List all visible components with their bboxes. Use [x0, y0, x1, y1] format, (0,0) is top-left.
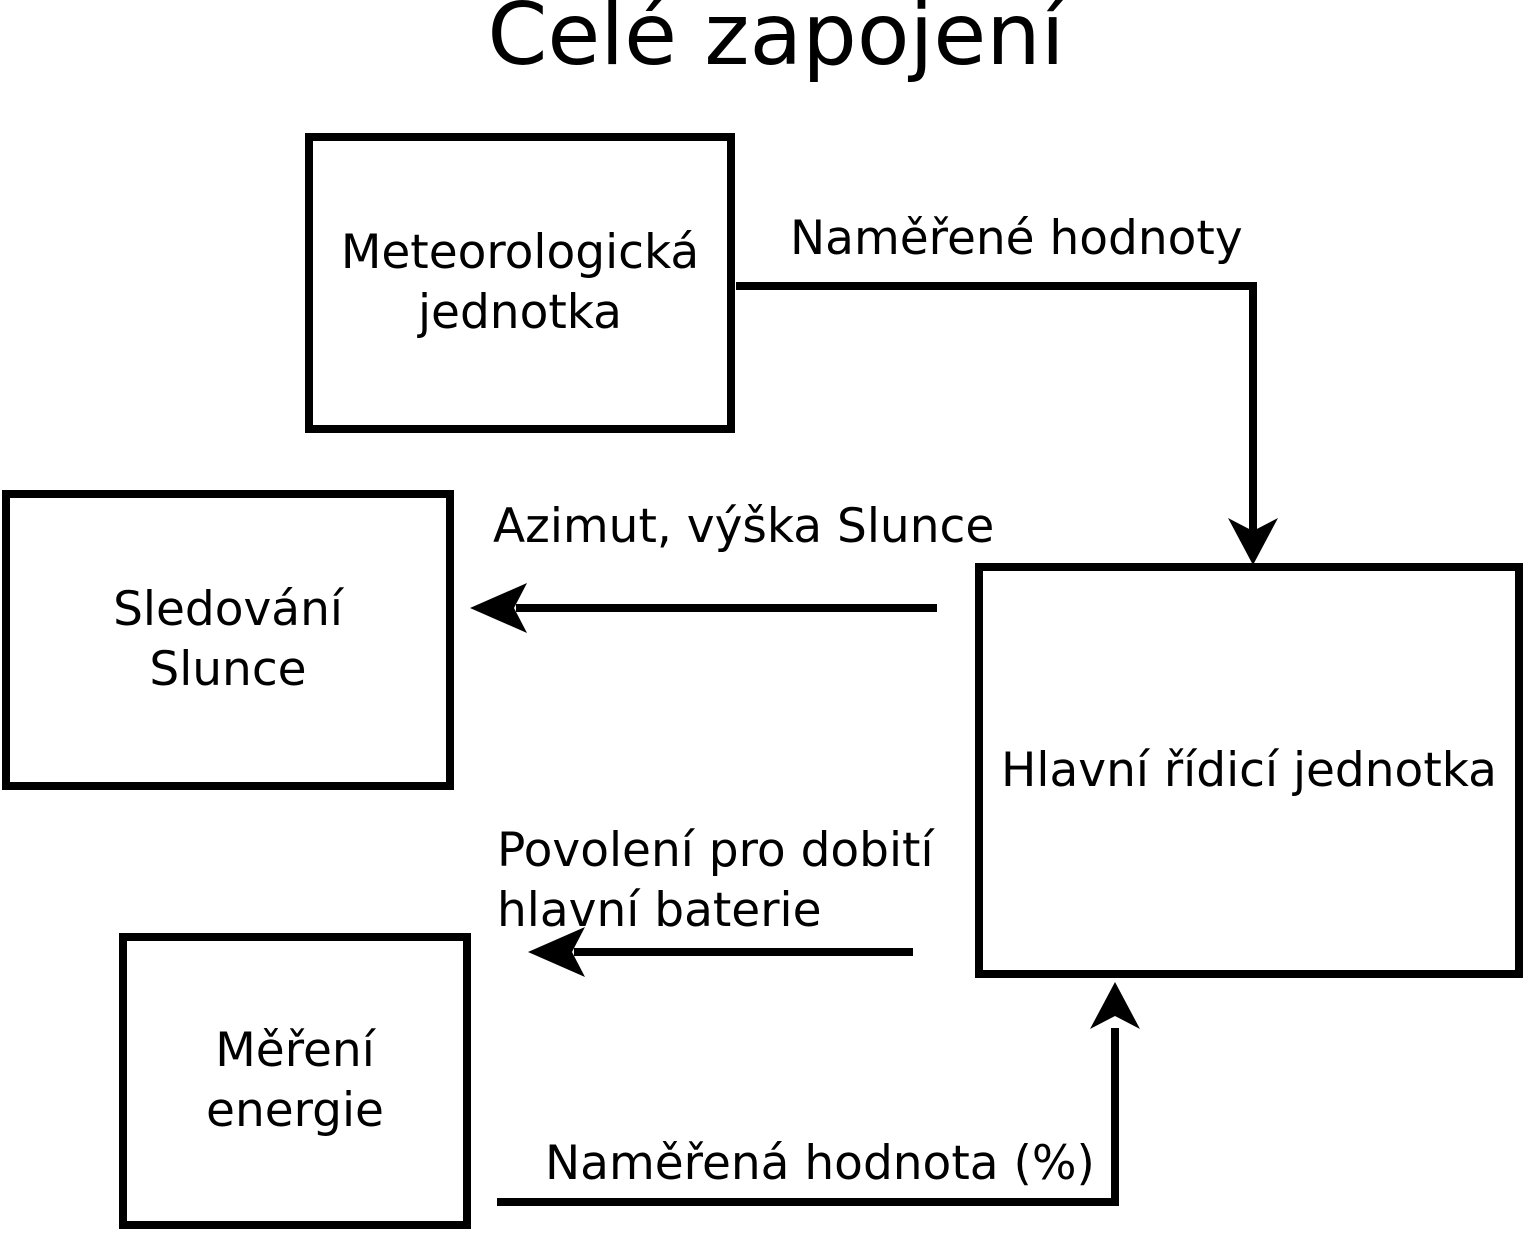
node-meteorological-unit: Meteorologická jednotka: [305, 133, 735, 433]
arrow-azimuth-sun-height: [470, 583, 937, 633]
arrow-measured-values-head: [1228, 518, 1278, 565]
node-main-control-unit: Hlavní řídicí jednotka: [975, 563, 1523, 978]
arrow-azimuth-head: [470, 583, 527, 633]
edge-label-azimuth-sun-height: Azimut, výška Slunce: [493, 499, 995, 554]
node-meteorological-unit-label: Meteorologická jednotka: [340, 225, 700, 340]
edge-label-measured-percent: Naměřená hodnota (%): [545, 1136, 1095, 1191]
node-sun-tracking-label: Sledování Slunce: [113, 582, 343, 697]
edge-label-measured-values: Naměřené hodnoty: [790, 211, 1243, 266]
node-energy-measurement: Měření energie: [119, 933, 471, 1229]
arrow-measured-values-line: [736, 282, 1257, 533]
node-sun-tracking: Sledování Slunce: [2, 490, 454, 790]
node-energy-measurement-label: Měření energie: [206, 1023, 384, 1138]
edge-label-charge-permission: Povolení pro dobití hlavní baterie: [497, 823, 934, 938]
arrow-measured-percent-head: [1090, 982, 1140, 1029]
node-main-control-unit-label: Hlavní řídicí jednotka: [1001, 742, 1497, 798]
diagram-title: Celé zapojení: [487, 0, 1065, 85]
